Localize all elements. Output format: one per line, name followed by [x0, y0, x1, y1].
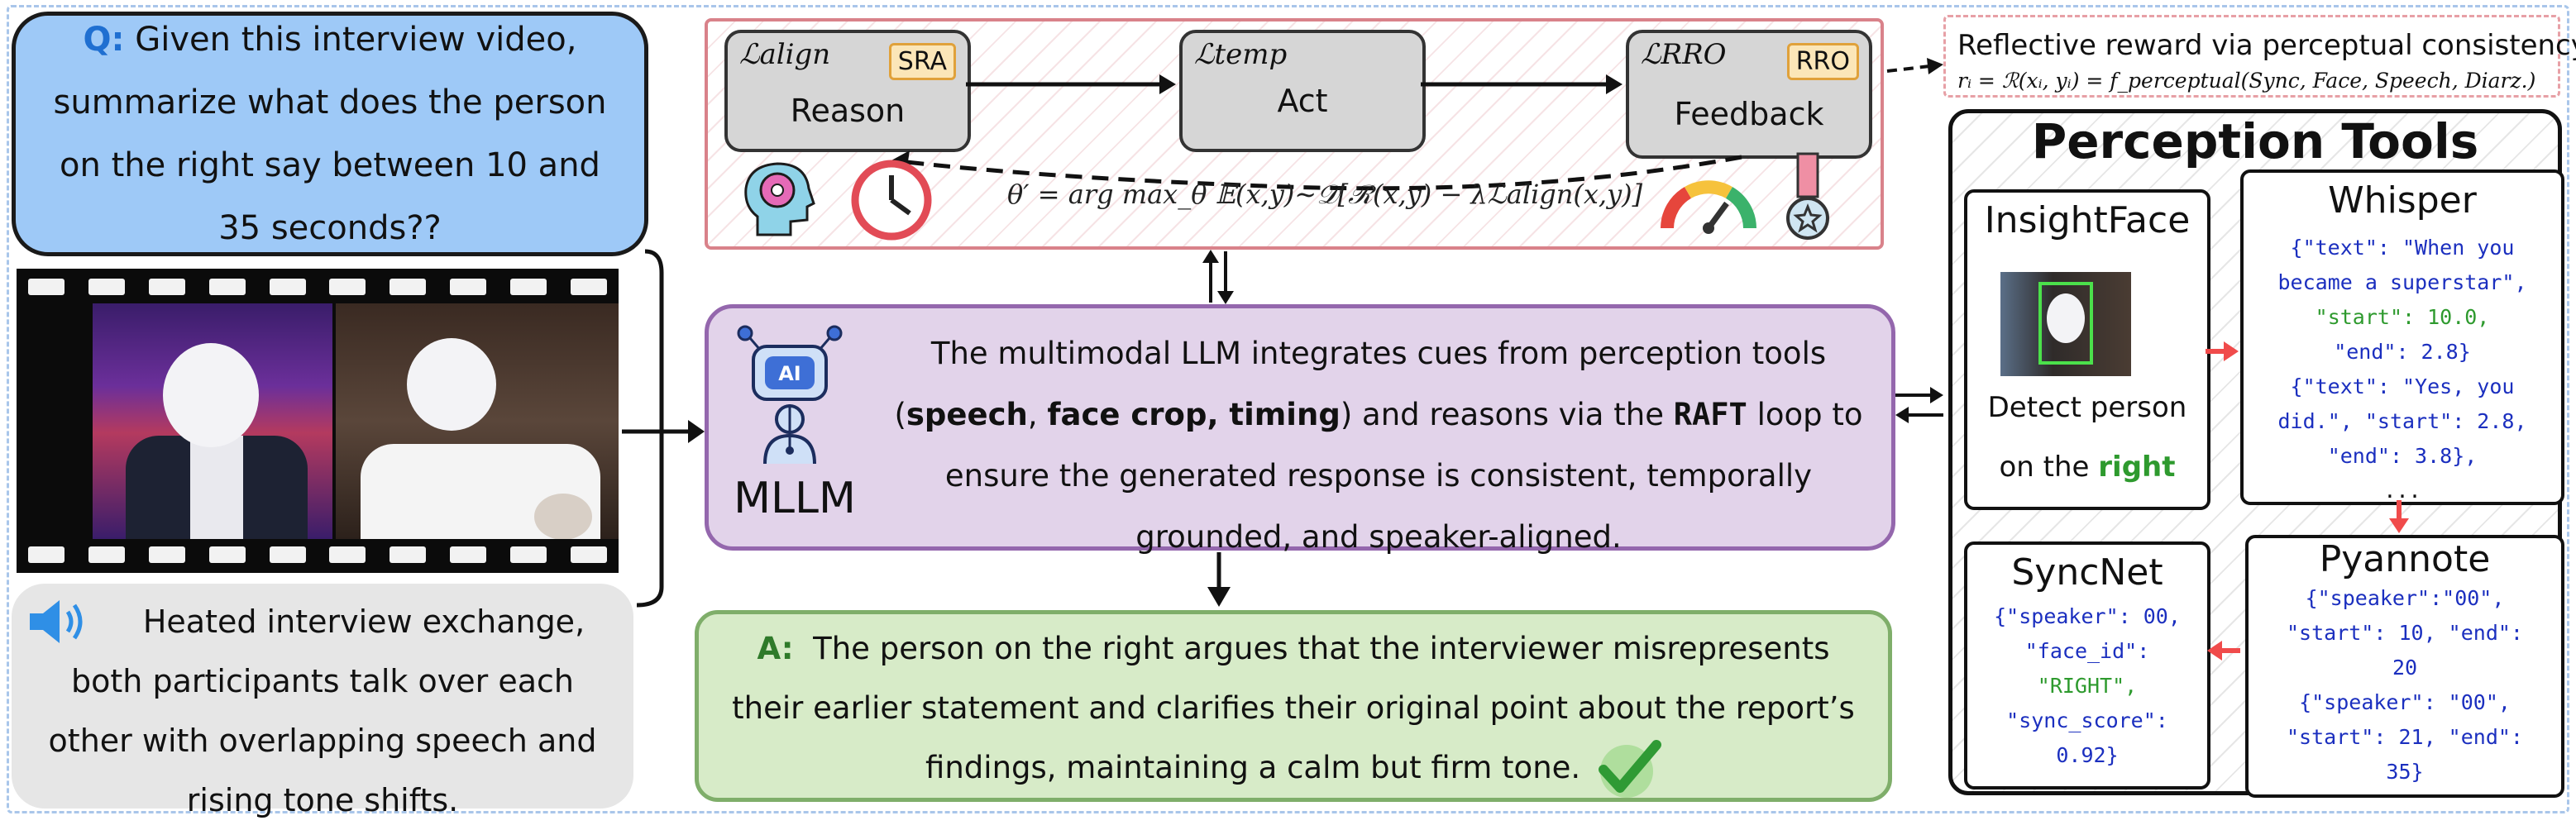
optimization-objective: θ′ = arg max_θ 𝔼(x,y)∼𝒟[ℛ(x,y) − λℒalign… — [1007, 179, 1643, 210]
pyannote-card: Pyannote {"speaker":"00", "start": 10, "… — [2245, 535, 2564, 798]
gauge-icon — [1661, 180, 1756, 234]
reason-loss-label: ℒalign — [739, 38, 831, 71]
medal-icon — [1786, 152, 1829, 240]
video-film-strip — [17, 269, 619, 573]
reward-to-reflective-arrow — [1886, 58, 1943, 74]
whisper-card: Whisper {"text": "When you became a supe… — [2240, 169, 2564, 505]
outer-dashed-frame — [7, 5, 2569, 813]
perception-tools-panel: Perception Tools InsightFace Detect pers… — [1948, 109, 2564, 798]
perception-tools-title: Perception Tools — [2031, 113, 2479, 169]
act-node: ℒtemp Act — [1179, 30, 1426, 152]
face-crop-image — [2000, 272, 2131, 376]
syncnet-title: SyncNet — [2011, 551, 2163, 594]
act-label: Act — [1277, 83, 1328, 119]
answer-box: A: The person on the right argues that t… — [695, 610, 1892, 802]
ai-robot-icon: AI — [737, 325, 843, 465]
video-frame-guest — [336, 303, 619, 539]
question-text: Given this interview video, summarize wh… — [53, 21, 607, 247]
reason-node: ℒalign SRA Reason — [724, 30, 971, 152]
act-loss-label: ℒtemp — [1194, 38, 1288, 71]
whisper-title: Whisper — [2328, 179, 2477, 222]
ai-icon-text: AI — [778, 362, 801, 385]
brain-head-icon — [744, 162, 815, 236]
tool-flow-arrows — [2206, 341, 2409, 661]
reason-label: Reason — [790, 93, 906, 129]
audio-caption-box: Heated interview exchange, both particip… — [12, 584, 633, 818]
feedback-node: ℒRRO RRO Feedback — [1626, 30, 1872, 159]
audio-caption-text: Heated interview exchange, both particip… — [48, 603, 597, 818]
syncnet-output: {"speaker": 00, "face_id": "RIGHT", "syn… — [1994, 604, 2181, 767]
film-holes-bottom — [17, 538, 619, 571]
pyannote-output: {"speaker":"00", "start": 10, "end": 20 … — [2287, 586, 2523, 784]
question-label: Q: — [83, 21, 125, 59]
sra-tag: SRA — [888, 43, 956, 80]
speaker-icon — [30, 600, 83, 643]
insightface-card: InsightFace Detect person on the right — [1964, 189, 2210, 510]
mllm-description: The multimodal LLM integrates cues from … — [894, 336, 1863, 555]
check-icon — [1598, 739, 1661, 798]
mllm-box: AI MLLM The multimodal LLM integrates cu… — [705, 304, 1895, 555]
reflective-reward-formula: rᵢ = ℛ(xᵢ, yᵢ) = f_perceptual(Sync, Face… — [1957, 69, 2536, 93]
question-box: Q: Given this interview video, summarize… — [12, 12, 648, 256]
pyannote-title: Pyannote — [2319, 538, 2491, 580]
feedback-loss-label: ℒRRO — [1641, 38, 1727, 71]
mllm-label: MLLM — [734, 474, 856, 523]
reward-mllm-double-arrow — [1202, 250, 1234, 304]
reflective-reward-title: Reflective reward via perceptual consist… — [1957, 29, 2576, 62]
mllm-tools-double-arrow — [1895, 387, 1943, 423]
mllm-to-answer-arrow — [1207, 552, 1231, 607]
insightface-title: InsightFace — [1984, 199, 2191, 241]
reward-loop-panel: ℒalign SRA Reason ℒtemp Act ℒRRO RRO Fee… — [705, 18, 1884, 250]
input-bracket-arrow — [622, 249, 705, 608]
reflective-reward-box: Reflective reward via perceptual consist… — [1943, 15, 2576, 98]
syncnet-card: SyncNet {"speaker": 00, "face_id": "RIGH… — [1964, 541, 2210, 789]
video-frame-interviewer — [93, 303, 332, 539]
insightface-caption-line1: Detect person — [1987, 391, 2187, 424]
clock-icon — [851, 160, 932, 241]
whisper-output: {"text": "When you became a superstar", … — [2277, 236, 2527, 503]
feedback-label: Feedback — [1674, 96, 1824, 132]
insightface-caption-line2: on the right — [1999, 451, 2176, 484]
film-holes-top — [17, 270, 619, 303]
answer-text: The person on the right argues that the … — [732, 631, 1855, 785]
answer-label: A: — [757, 631, 794, 666]
rro-tag: RRO — [1786, 43, 1859, 80]
